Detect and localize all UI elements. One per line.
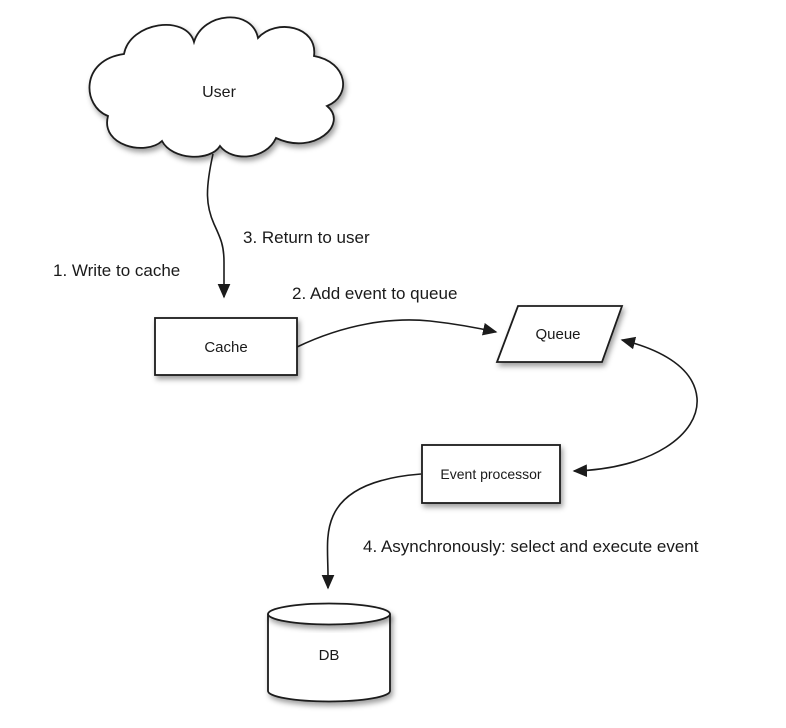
- event-processor-box: [421, 444, 561, 504]
- cache-label: Cache: [204, 339, 247, 356]
- event-processor-label: Event processor: [440, 466, 541, 482]
- db-cylinder-body: [267, 614, 391, 703]
- edge-queue-event-processor-bidirectional: [572, 336, 698, 477]
- node-queue: Queue: [495, 305, 624, 363]
- edge-cache-to-queue: [296, 319, 498, 348]
- label-step-4: 4. Asynchronously: select and execute ev…: [363, 537, 699, 556]
- db-label: DB: [319, 647, 340, 664]
- queue-label: Queue: [535, 326, 580, 343]
- label-step-3: 3. Return to user: [243, 228, 370, 247]
- label-step-1: 1. Write to cache: [53, 261, 180, 280]
- edge-user-to-cache: [206, 153, 231, 299]
- label-step-2: 2. Add event to queue: [292, 284, 457, 303]
- node-event-processor: Event processor: [421, 444, 561, 504]
- node-db: DB: [267, 602, 391, 703]
- db-cylinder-top: [267, 602, 391, 626]
- user-label: User: [202, 84, 236, 101]
- edge-event-processor-to-db: [321, 473, 422, 590]
- node-cache: Cache: [154, 317, 298, 376]
- node-user: User: [88, 16, 344, 158]
- cloud-shape: [88, 16, 344, 158]
